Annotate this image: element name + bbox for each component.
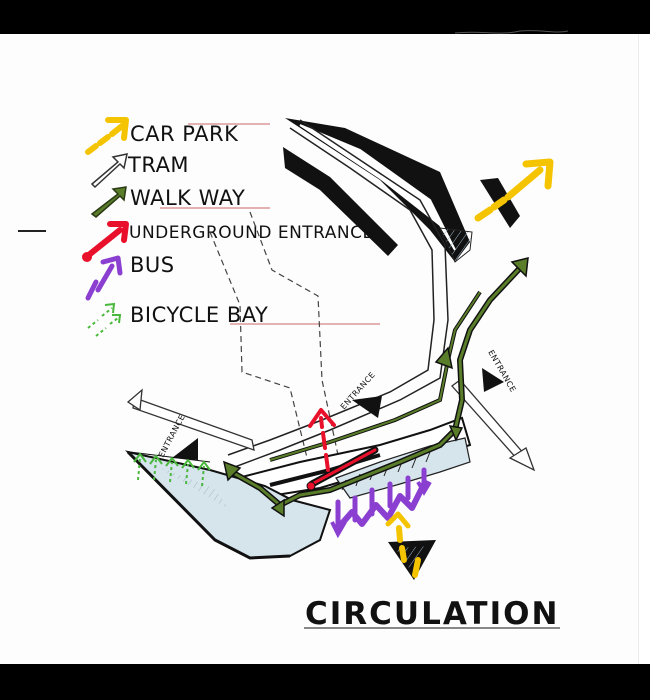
underground-route-dashed-1 [209, 231, 311, 471]
bottom-black-bar [0, 664, 650, 700]
legend-tram-arrow-icon [90, 153, 128, 189]
upper-building-wedge [283, 147, 398, 256]
underground-route-dashed-2 [249, 211, 339, 456]
entrance-triangle-right-icon [482, 368, 504, 392]
tram-arrow-right-icon [451, 379, 536, 472]
paper-edge [638, 34, 650, 664]
underground-arrowhead-icon [308, 408, 336, 428]
legend-car-park-arrow-icon [85, 117, 129, 155]
entrance-triangle-center-icon [352, 396, 382, 418]
tram-arrow-left-icon [126, 388, 255, 451]
lower-site-edge [126, 450, 291, 560]
legend-underground-entrance-arrow-icon [82, 221, 129, 262]
legend-tram-label: TRAM [127, 153, 189, 177]
bus-stops [335, 467, 427, 533]
car-park-arrow-bottom-icon [385, 511, 436, 580]
legend-bus-arrow-icon [85, 255, 123, 301]
walkway-arrowhead-mid-icon [434, 346, 454, 370]
bus-arrowhead-right-icon [416, 480, 432, 496]
legend-walk-way-arrow-icon [90, 186, 127, 218]
walkway-arrowhead-left-icon [222, 460, 242, 482]
car-park-arrow-top-icon [474, 158, 554, 228]
underground-dot [306, 481, 316, 491]
legend-walk-way-label: WALK WAY [130, 186, 245, 210]
top-black-bar [0, 0, 650, 34]
walkway-arrowhead-bottom-icon [270, 498, 285, 518]
walkway-route-inner [269, 291, 481, 461]
top-scribble [454, 30, 569, 34]
legend-car-park-label: CAR PARK [130, 122, 239, 146]
tram-road-edge-inner [227, 127, 435, 456]
bus-arrowhead-left-icon [330, 520, 347, 539]
legend-bicycle-bay-label: BICYCLE BAY [130, 303, 268, 327]
underground-bar [310, 448, 377, 486]
upper-building-hatch [439, 227, 473, 263]
legend-bus-label: BUS [130, 253, 175, 277]
right-lower-strip [335, 437, 471, 499]
legend: CAR PARK TRAM WALK WAY UNDERGROUND ENTRA… [82, 117, 380, 337]
diagram-title: CIRCULATION [305, 596, 559, 632]
entrance-triangle-left-icon [172, 438, 198, 460]
site-boundary-line [129, 451, 211, 463]
underground-dashed-arrow [319, 416, 330, 472]
legend-bicycle-bay-arrow-icon [87, 302, 122, 337]
tram-road-edge-outer [231, 119, 449, 469]
walkway-arrowhead-right-icon [448, 425, 464, 442]
walkway-arrowhead-top-icon [510, 257, 529, 278]
legend-underground-entrance-label: UNDERGROUND ENTRANCE [129, 223, 374, 243]
